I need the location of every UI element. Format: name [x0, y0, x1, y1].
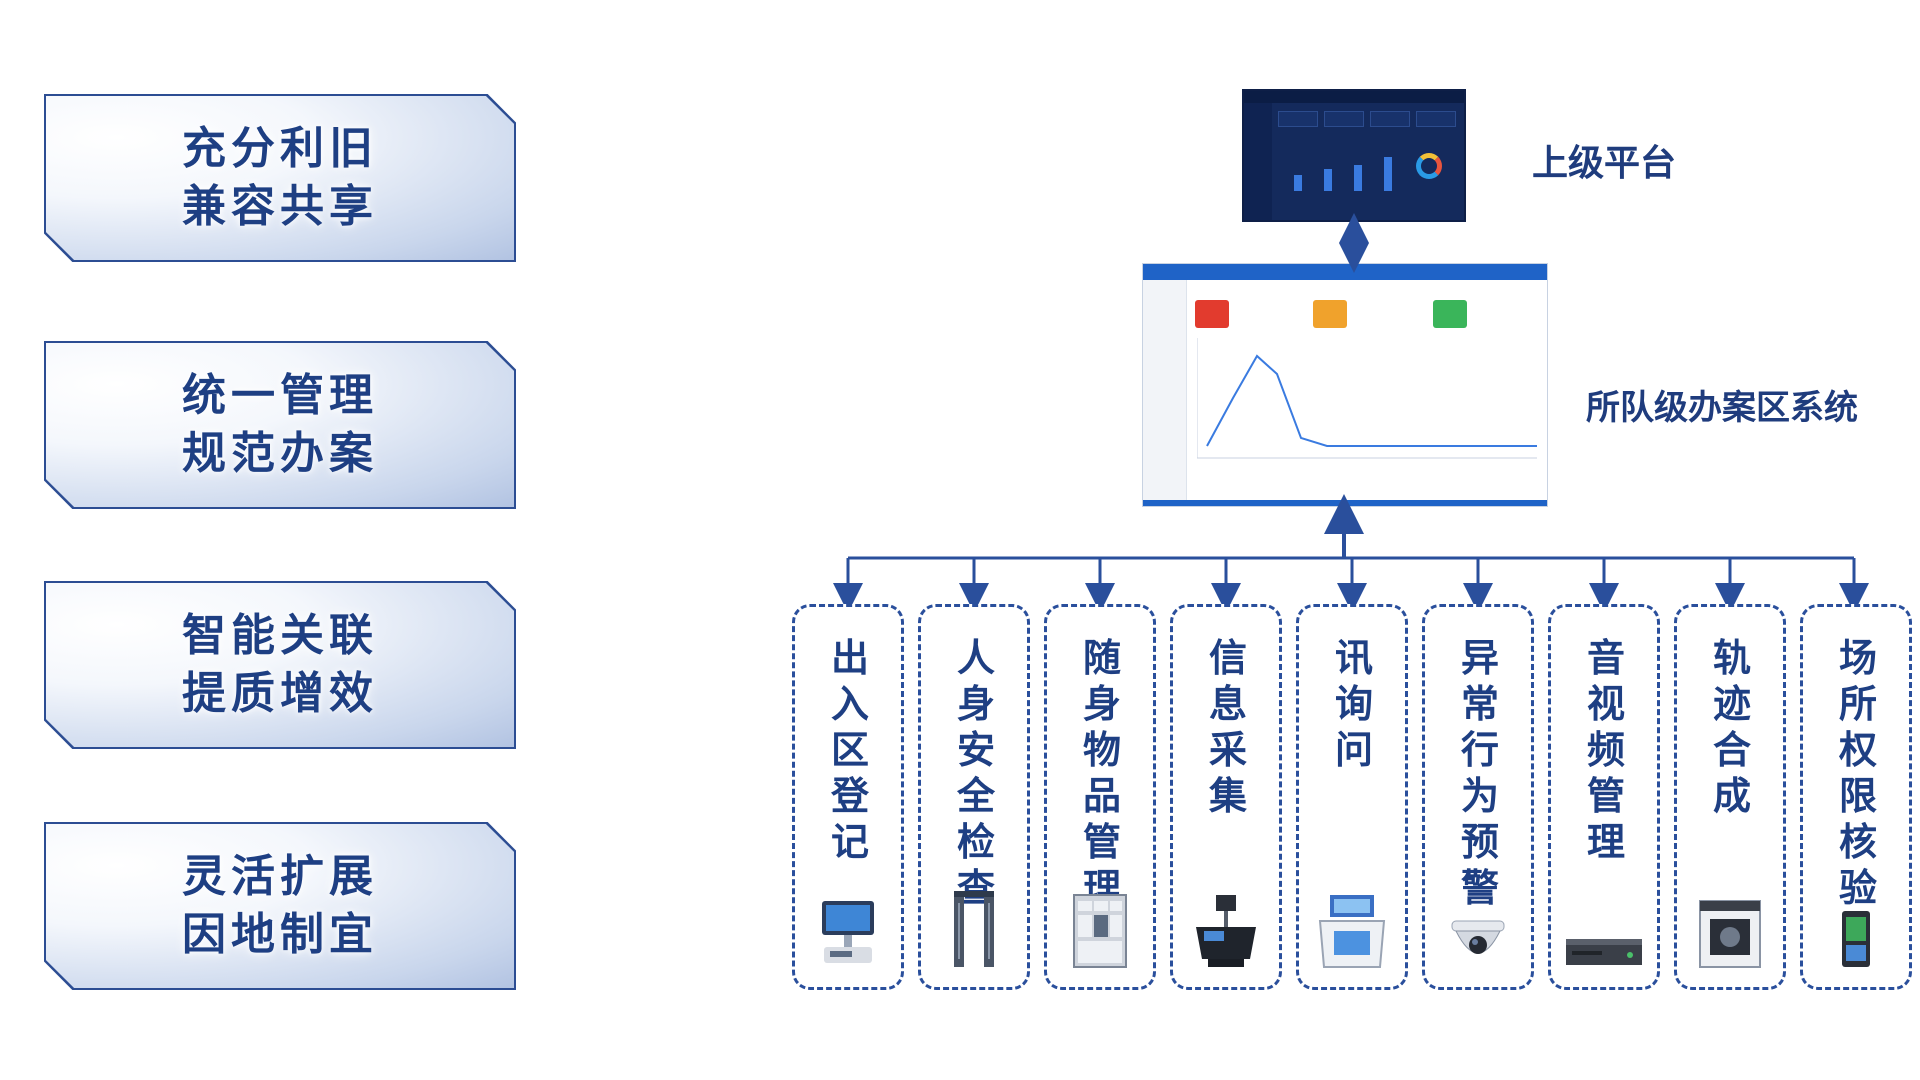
module-av-management: 音视频管理 — [1548, 604, 1660, 990]
feature-card-line: 兼容共享 — [182, 181, 378, 232]
feature-card-line: 统一管理 — [182, 370, 378, 421]
module-label: 讯询问 — [1335, 636, 1374, 772]
feature-card-line: 灵活扩展 — [182, 851, 378, 902]
feature-card-line: 提质增效 — [182, 668, 378, 719]
security-gate-icon — [954, 891, 994, 967]
module-trajectory: 轨迹合成 — [1674, 604, 1786, 990]
donut-chart-icon — [1416, 153, 1442, 179]
module-registration: 出入区登记 — [792, 604, 904, 990]
case-area-system-screenshot — [1142, 263, 1548, 507]
module-label: 出入区登记 — [831, 636, 870, 864]
module-label: 异常行为预警 — [1461, 636, 1500, 910]
feature-card-3: 智能关联 提质增效 — [44, 581, 516, 749]
trend-line-chart — [1197, 338, 1537, 459]
registration-terminal-icon — [822, 901, 874, 963]
module-interrogation: 讯询问 — [1296, 604, 1408, 990]
module-label: 场所权限核验 — [1839, 636, 1878, 910]
feature-card-1: 充分利旧 兼容共享 — [44, 94, 516, 262]
disc-burner-icon — [1699, 900, 1761, 968]
feature-card-4: 灵活扩展 因地制宜 — [44, 822, 516, 990]
locker-cabinet-icon — [1073, 894, 1127, 968]
case-area-system-label: 所队级办案区系统 — [1586, 388, 1858, 428]
feature-card-line: 规范办案 — [182, 428, 378, 479]
module-label: 人身安全检查 — [957, 636, 996, 910]
feature-card-line: 因地制宜 — [182, 909, 378, 960]
feature-card-2: 统一管理 规范办案 — [44, 341, 516, 509]
module-label: 音视频管理 — [1587, 636, 1626, 864]
upper-platform-label: 上级平台 — [1532, 143, 1677, 184]
module-body-check: 人身安全检查 — [918, 604, 1030, 990]
upper-platform-screenshot — [1242, 89, 1466, 222]
module-access-verification: 场所权限核验 — [1800, 604, 1912, 990]
video-recorder-icon — [1566, 939, 1642, 965]
feature-card-line: 充分利旧 — [182, 123, 378, 174]
module-belongings: 随身物品管理 — [1044, 604, 1156, 990]
feature-card-line: 智能关联 — [182, 610, 378, 661]
module-label: 信息采集 — [1209, 636, 1248, 818]
module-label: 轨迹合成 — [1713, 636, 1752, 818]
module-info-collection: 信息采集 — [1170, 604, 1282, 990]
interrogation-desk-icon — [1318, 895, 1386, 968]
access-terminal-icon — [1842, 911, 1870, 967]
module-label: 随身物品管理 — [1083, 636, 1122, 910]
module-abnormal-warning: 异常行为预警 — [1422, 604, 1534, 990]
dome-camera-icon — [1451, 920, 1505, 954]
collection-station-icon — [1196, 895, 1256, 967]
